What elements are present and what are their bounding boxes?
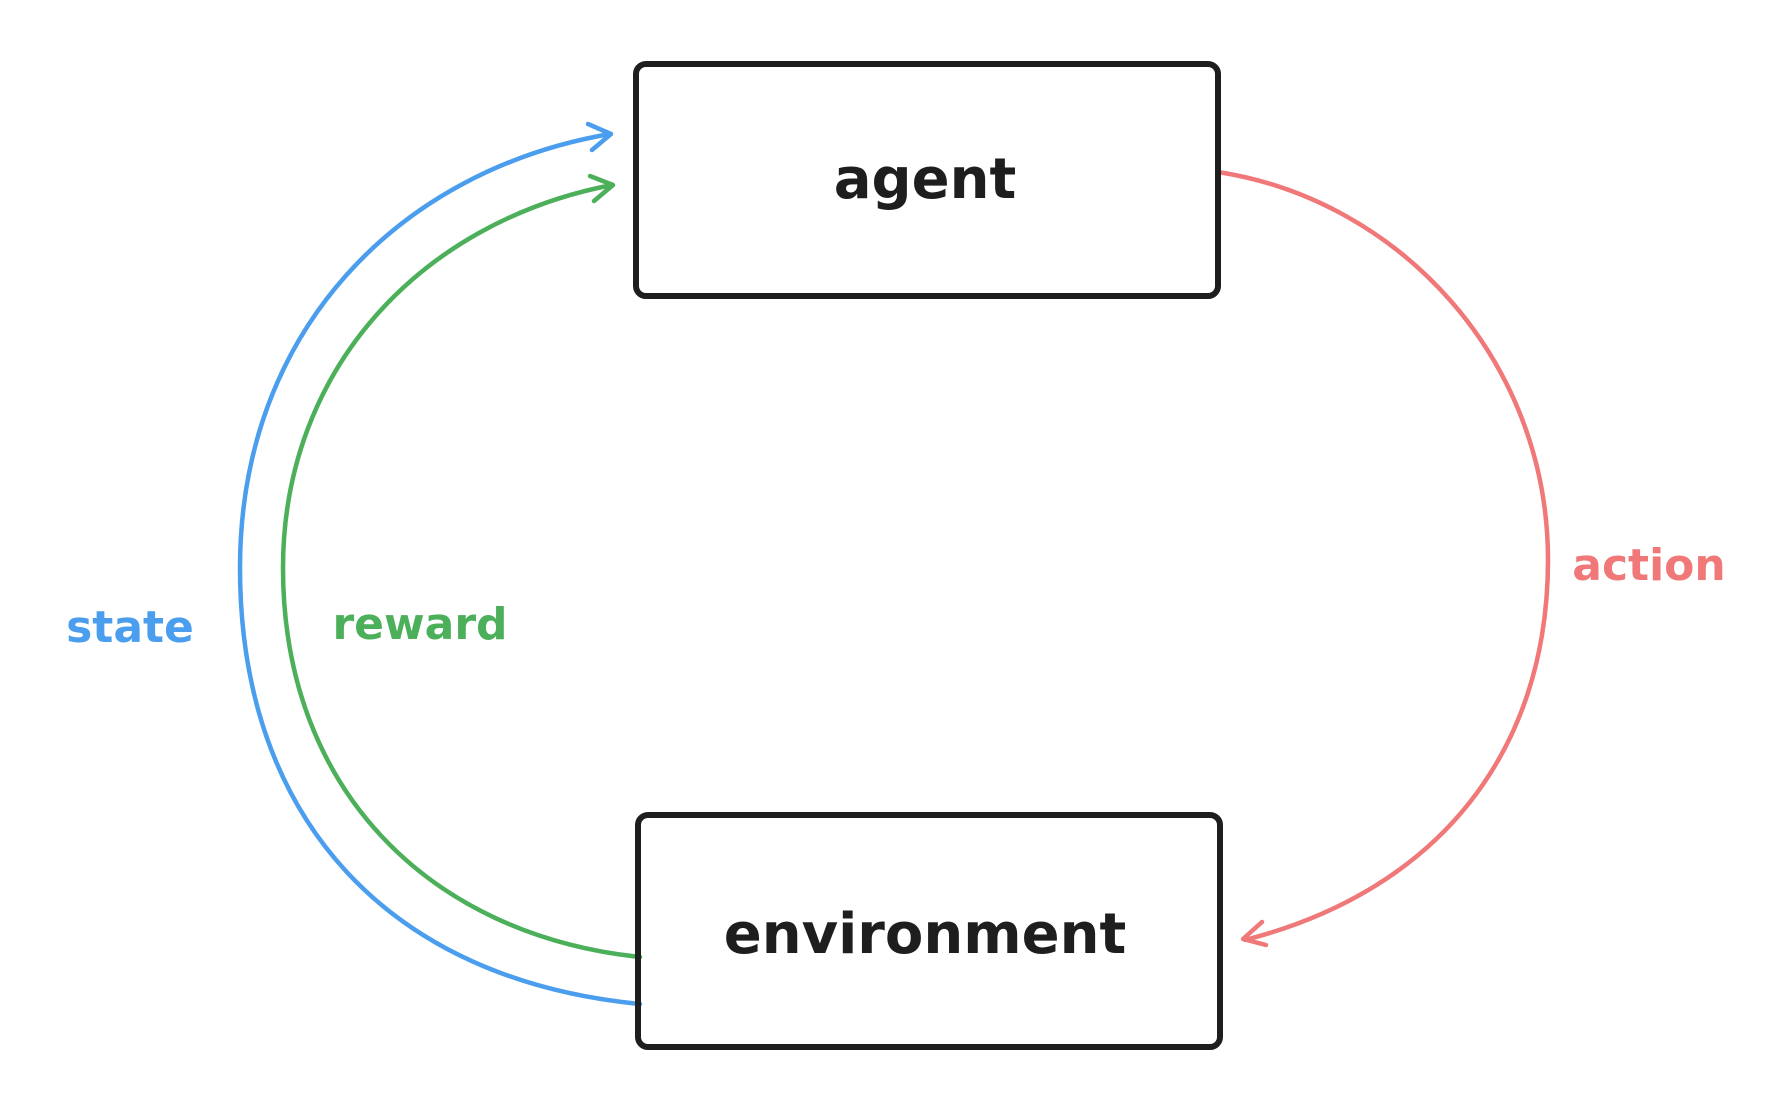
agent-node: agent <box>633 61 1221 299</box>
action-arc <box>1215 169 1551 943</box>
state-label: state <box>66 602 194 653</box>
reward-arrowhead-icon <box>587 173 616 204</box>
reward-label: reward <box>332 599 507 650</box>
environment-node: environment <box>635 812 1223 1050</box>
state-edge <box>237 121 643 1007</box>
state-arrowhead-icon <box>585 121 614 153</box>
action-edge <box>1215 169 1551 948</box>
action-arrowhead-icon <box>1240 919 1269 948</box>
action-label: action <box>1572 540 1725 591</box>
environment-label: environment <box>724 902 1126 967</box>
state-arc <box>237 131 643 1007</box>
environment-box <box>635 812 1223 1050</box>
reward-edge <box>280 173 643 960</box>
agent-label: agent <box>834 147 1017 212</box>
agent-box <box>633 61 1221 299</box>
reward-arc <box>280 182 643 960</box>
